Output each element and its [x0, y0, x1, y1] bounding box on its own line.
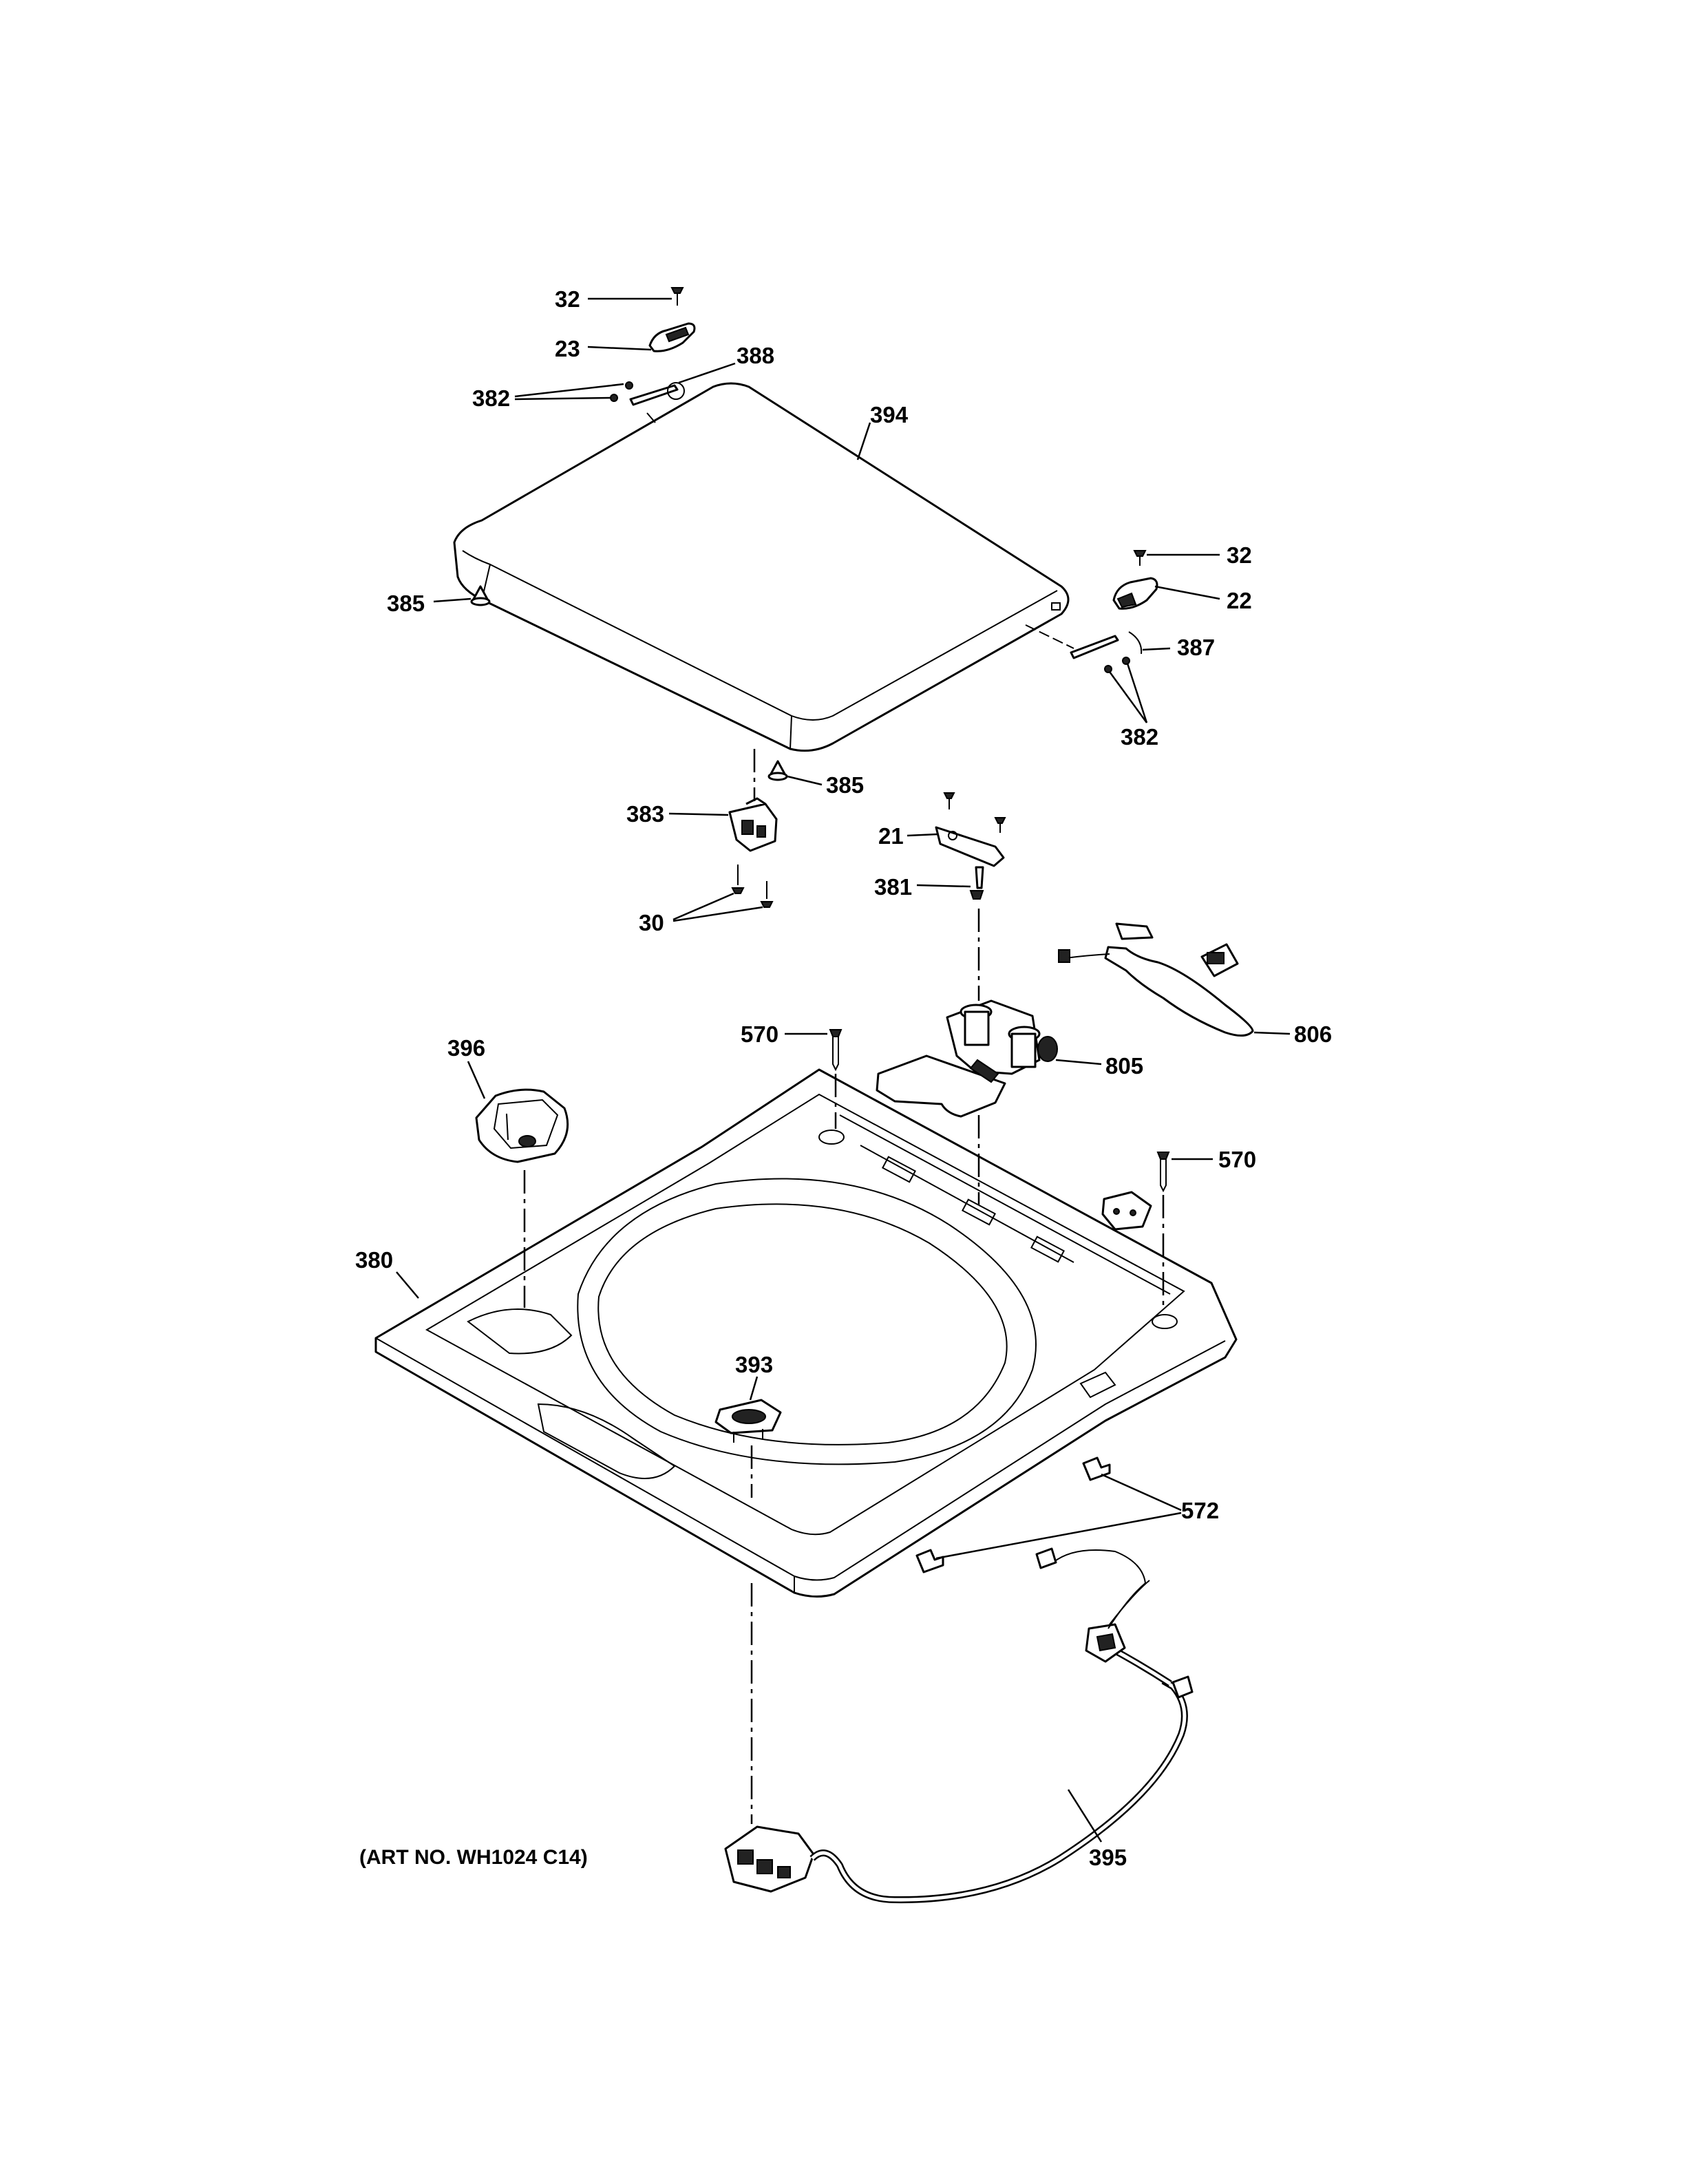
- callout-30: 30: [639, 910, 664, 935]
- callout-393: 393: [735, 1352, 773, 1377]
- callout-382-top: 382: [472, 385, 510, 411]
- callout-21: 21: [878, 823, 904, 849]
- lid-lock-383: [728, 797, 778, 852]
- dispenser-396: [475, 1088, 569, 1163]
- callout-387: 387: [1177, 635, 1215, 660]
- callout-394: 394: [870, 402, 909, 427]
- hinge-bracket-387: [1025, 624, 1143, 673]
- callout-396: 396: [447, 1035, 485, 1061]
- callout-388: 388: [736, 343, 774, 368]
- lid-394: [453, 382, 1070, 752]
- callout-380: 380: [355, 1247, 393, 1273]
- art-number: (ART NO. WH1024 C14): [359, 1846, 588, 1869]
- rivet-393: [714, 1399, 782, 1443]
- harness-806: [1058, 922, 1254, 1037]
- screw-570-right: [1156, 1152, 1170, 1193]
- callout-23: 23: [555, 336, 580, 361]
- hinge-22: [1112, 550, 1158, 610]
- callout-32-top: 32: [555, 286, 580, 312]
- callout-572: 572: [1181, 1498, 1219, 1523]
- callout-22: 22: [1227, 588, 1252, 613]
- callout-labels: 32 23 388 382 394 385 32 22 387 382 385 …: [355, 286, 1332, 1870]
- water-valve-805: [876, 999, 1058, 1118]
- callout-383: 383: [626, 801, 664, 827]
- bumper-385-mid: [767, 760, 788, 781]
- bracket-21: [935, 792, 1006, 867]
- callout-806: 806: [1294, 1021, 1332, 1047]
- callout-381: 381: [874, 874, 912, 900]
- callout-805: 805: [1105, 1053, 1143, 1079]
- screw-570-left: [829, 1029, 842, 1072]
- callout-385-mid: 385: [826, 772, 864, 798]
- screws-30: [731, 865, 774, 908]
- callout-385-left: 385: [387, 591, 425, 616]
- assembly-lines: [523, 749, 1165, 1824]
- callout-570-right: 570: [1218, 1147, 1256, 1172]
- hinge-bracket-388: [610, 381, 685, 423]
- callout-395: 395: [1089, 1845, 1127, 1870]
- harness-395: [724, 1547, 1194, 1904]
- callout-570-left: 570: [741, 1021, 778, 1047]
- callout-32-right: 32: [1227, 542, 1252, 568]
- screw-381: [969, 866, 984, 900]
- clips-572: [915, 1456, 1111, 1573]
- callout-382-right: 382: [1121, 724, 1158, 750]
- top-panel-380: [374, 1068, 1238, 1598]
- leader-lines: [396, 297, 1291, 1843]
- hinge-23: [648, 287, 696, 352]
- bumper-385-left: [470, 585, 491, 606]
